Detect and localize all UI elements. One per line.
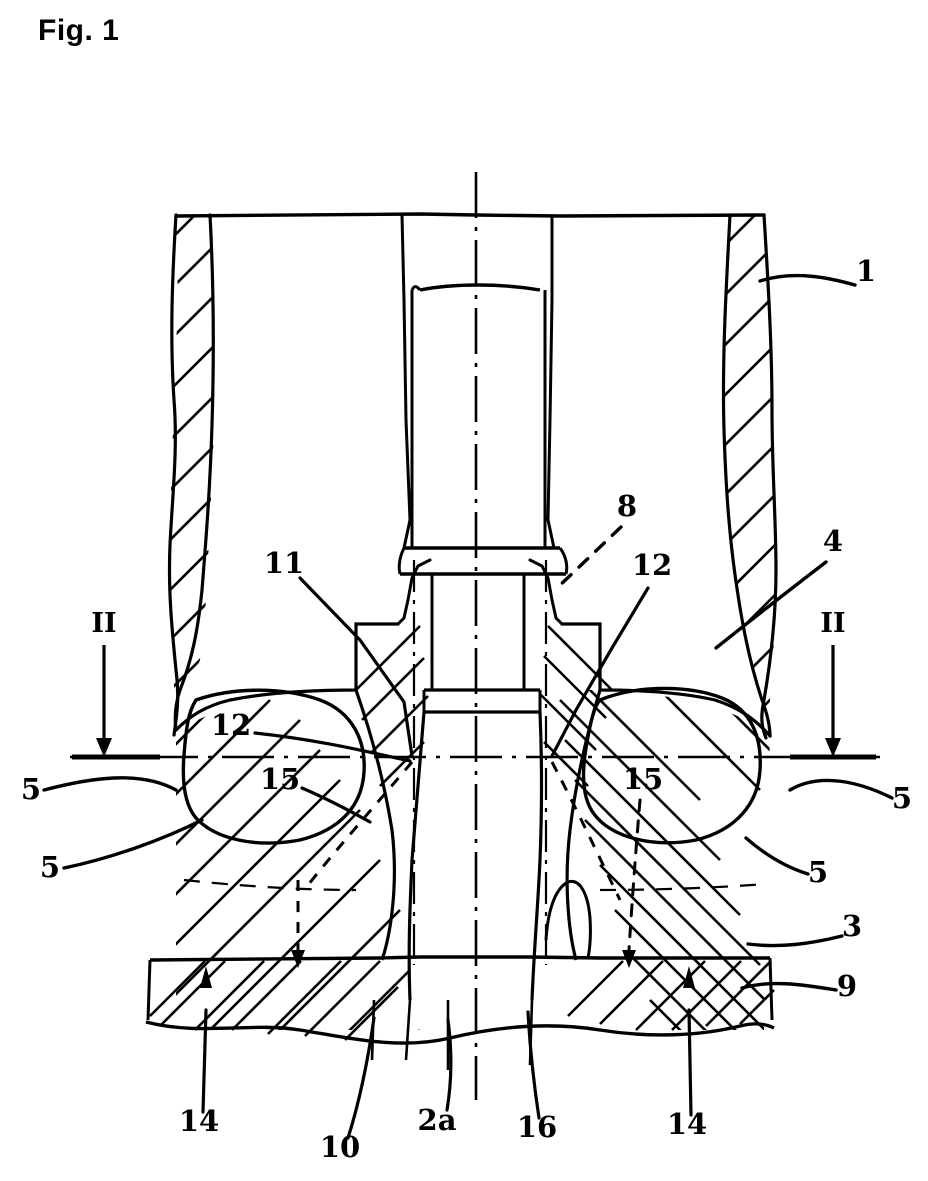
right-wall-section: [721, 213, 778, 740]
leader-5-right-upper: [788, 778, 894, 800]
arrowhead-15-right: [622, 950, 636, 968]
leader-arrowheads: [200, 950, 695, 988]
section-marker-left: II: [72, 608, 160, 760]
leader-5-left-upper: [42, 776, 178, 792]
hidden-contours: [183, 878, 767, 892]
leader-11: [298, 576, 414, 758]
reference-numerals: 1 8 11 12 4 12 15 15 5 5 5 5 3 9 14 10 2…: [21, 254, 912, 1164]
figure-title: Fig. 1: [38, 14, 120, 47]
centerlines: [70, 172, 880, 1100]
ref-15-right: 15: [623, 762, 663, 796]
leader-16: [526, 1010, 541, 1120]
ref-4: 4: [823, 524, 843, 558]
ref-2a: 2a: [418, 1103, 457, 1137]
leader-1: [758, 273, 857, 287]
mid-block-hatching: [176, 690, 770, 1030]
leader-2a: [445, 1018, 453, 1112]
ref-5-left-upper: 5: [21, 772, 41, 806]
section-arrow-left-head: [96, 738, 112, 757]
leader-10: [346, 1016, 376, 1140]
arrowhead-14-right: [683, 966, 695, 988]
ref-5-right-upper: 5: [892, 781, 912, 815]
leader-14-left: [201, 1008, 208, 1114]
main-block-section: [174, 214, 772, 1030]
arrowhead-14-left: [200, 966, 212, 988]
section-marker-right-label: II: [820, 608, 845, 639]
ref-9: 9: [837, 969, 857, 1003]
ref-14-left: 14: [179, 1104, 219, 1138]
arrowhead-11-down: [291, 950, 305, 968]
bore-right: [581, 686, 762, 845]
leader-3: [746, 934, 844, 948]
section-marker-right: II: [790, 608, 876, 760]
leader-15-right: [627, 798, 642, 952]
ref-5-right-lower: 5: [808, 855, 828, 889]
bore-left: [181, 688, 366, 845]
leader-15-left: [300, 786, 372, 824]
leader-8: [554, 525, 623, 591]
section-arrow-right-head: [825, 738, 841, 757]
ref-14-right: 14: [667, 1107, 707, 1141]
leader-12-dashed-run: [550, 761, 622, 901]
leader-9: [740, 981, 838, 992]
ref-12-upper-right: 12: [632, 548, 672, 582]
leader-11-dashed-run: [306, 761, 414, 886]
neck-hatching: [355, 625, 613, 787]
right-wall-hatching: [724, 215, 776, 730]
leader-14-right: [687, 1008, 693, 1117]
ref-5-left-lower: 5: [40, 850, 60, 884]
ref-3: 3: [842, 909, 862, 943]
section-marker-left-label: II: [91, 608, 116, 639]
ref-8: 8: [617, 489, 637, 523]
base-hatching: [149, 960, 775, 1041]
ref-16: 16: [517, 1110, 557, 1144]
ref-12-left: 12: [211, 708, 251, 742]
ref-10: 10: [320, 1130, 360, 1164]
leader-5-left-lower: [62, 818, 204, 870]
ref-15-left: 15: [260, 762, 300, 796]
leader-5-right-lower: [744, 836, 810, 876]
leader-12-left: [253, 731, 412, 763]
ref-11: 11: [264, 546, 304, 580]
leader-4: [714, 560, 828, 650]
feature-16: [544, 879, 592, 959]
leader-12-upper-right: [550, 586, 650, 758]
leader-lines: [42, 273, 894, 1140]
ref-1: 1: [856, 254, 876, 288]
top-edge: [174, 212, 766, 218]
